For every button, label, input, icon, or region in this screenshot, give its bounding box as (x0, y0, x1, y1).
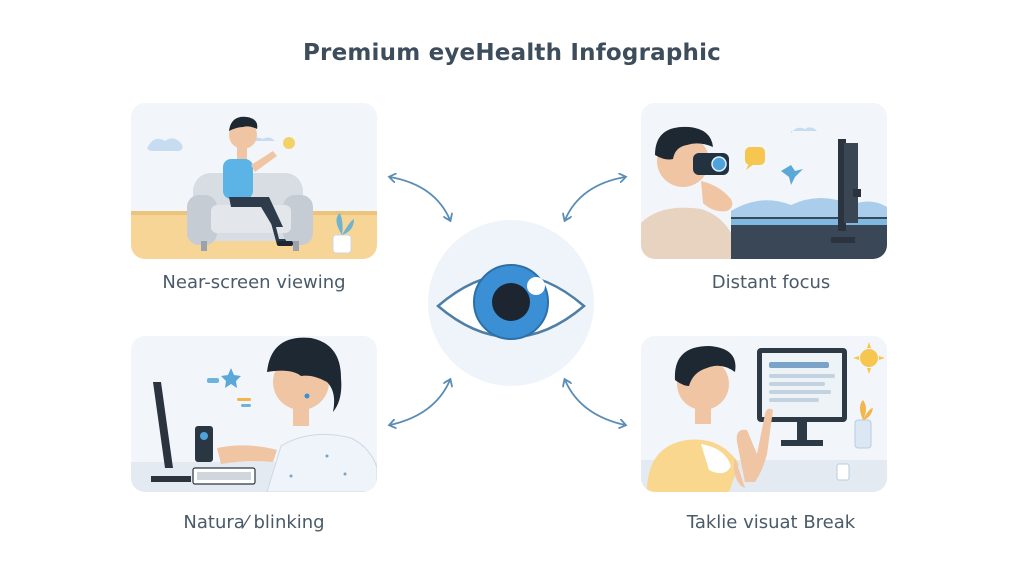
double-arrow-icon (565, 177, 625, 220)
panel-distant-focus (641, 103, 887, 259)
caption-near-screen-viewing: Near-screen viewing (162, 272, 346, 293)
illustration-woman-at-computer (131, 336, 377, 492)
caption-distant-focus: Distant focus (711, 272, 831, 293)
illustration-person-in-armchair (131, 103, 377, 259)
caption-visual-break: Taklie visuat Break (686, 512, 856, 533)
panel-natural-blinking (131, 336, 377, 492)
panel-near-screen-viewing (131, 103, 377, 259)
infographic-title: Premium eyeHealth Infographic (302, 40, 722, 66)
eye-hub (426, 218, 596, 388)
illustration-man-taking-break (641, 336, 887, 492)
panel-visual-break (641, 336, 887, 492)
caption-natural-blinking: Natura⁄ blinking (183, 512, 325, 533)
illustration-person-with-vr-headset (641, 103, 887, 259)
double-arrow-icon (390, 177, 450, 220)
